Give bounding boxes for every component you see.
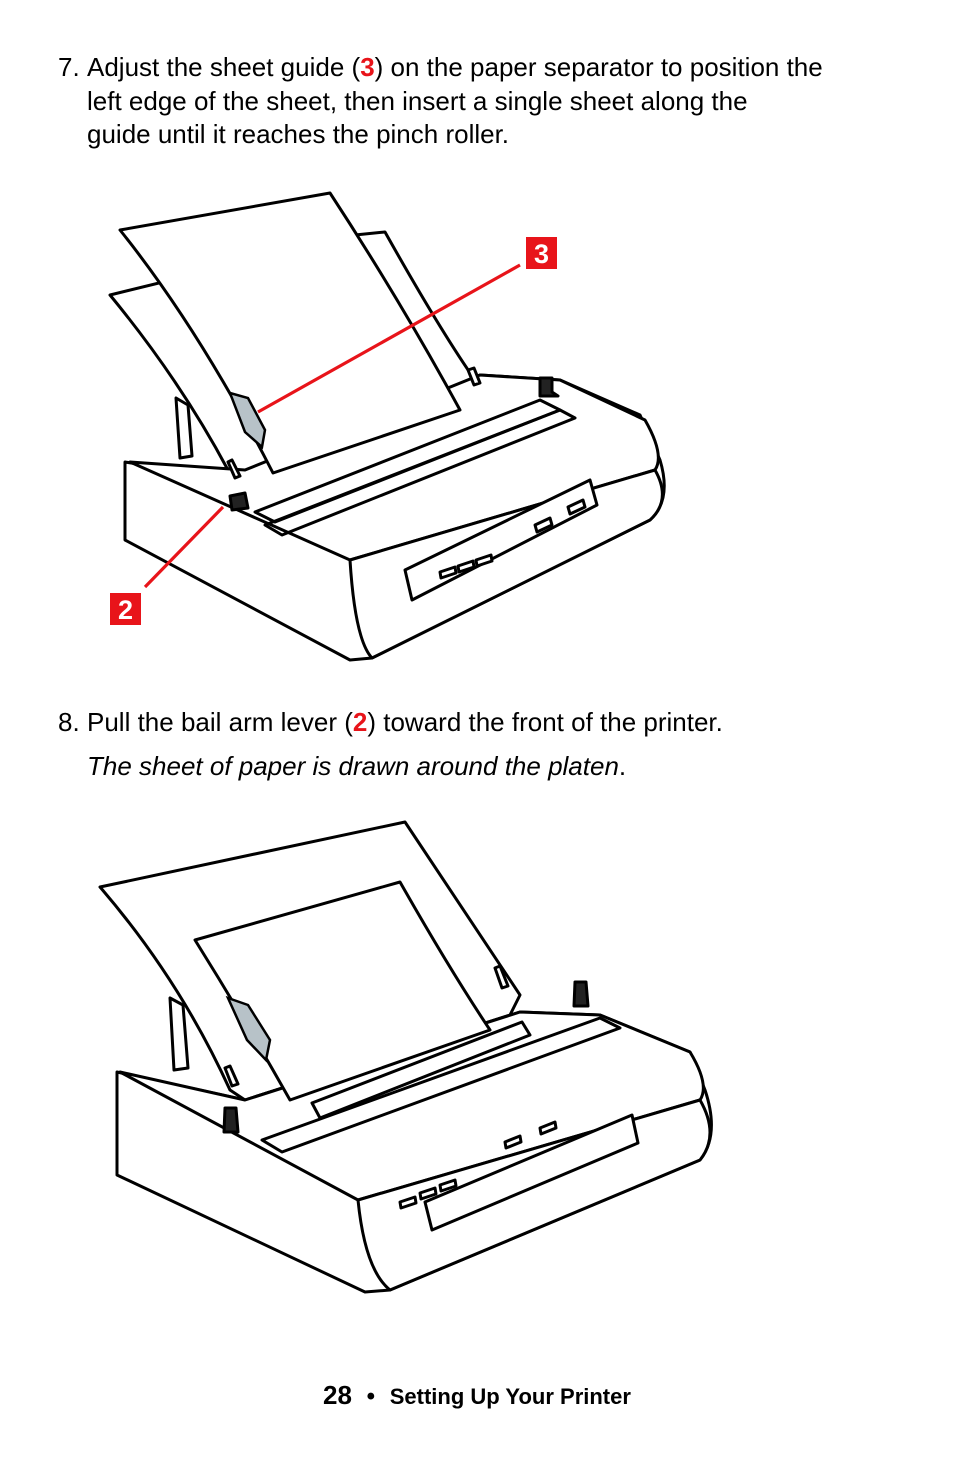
printer-illustration-insert-sheet: 3 2: [108, 191, 666, 662]
step-7-line-2: left edge of the sheet, then insert a si…: [87, 85, 748, 116]
callout-box-2: [110, 593, 141, 625]
result-period: .: [618, 750, 627, 781]
footer-separator: •: [366, 1383, 376, 1410]
callout-label-2: 2: [118, 595, 133, 625]
step-7-line-1: Adjust the sheet guide (3) on the paper …: [87, 51, 823, 85]
section-title: Setting Up Your Printer: [389, 1384, 631, 1409]
callout-reference: 2: [352, 707, 368, 737]
text-segment: Pull the bail arm lever (: [87, 707, 353, 737]
callout-label-3: 3: [534, 239, 549, 269]
step-number: 8.: [58, 707, 80, 737]
page-number: 28: [323, 1380, 352, 1410]
callout-reference: 3: [360, 52, 375, 82]
step-7-line-3: guide until it reaches the pinch roller.: [87, 119, 510, 149]
step-8-text: Pull the bail arm lever (2) toward the f…: [87, 706, 723, 783]
step-8-result: The sheet of paper is drawn around the p…: [87, 750, 723, 784]
callout-box-3: [526, 237, 557, 269]
text-segment: ) on the paper separator to position the: [374, 52, 823, 82]
step-7-text: Adjust the sheet guide (3) on the paper …: [87, 51, 823, 152]
text-segment: ) toward the front of the printer.: [367, 707, 723, 737]
page-footer: 28 • Setting Up Your Printer: [0, 1380, 954, 1411]
result-text: The sheet of paper is drawn around the p…: [87, 750, 619, 781]
step-8-line-1: Pull the bail arm lever (2) toward the f…: [87, 706, 723, 740]
text-segment: Adjust the sheet guide (: [87, 52, 361, 82]
printer-illustration-sheet-loaded: [98, 820, 713, 1294]
step-number: 7.: [58, 52, 80, 82]
